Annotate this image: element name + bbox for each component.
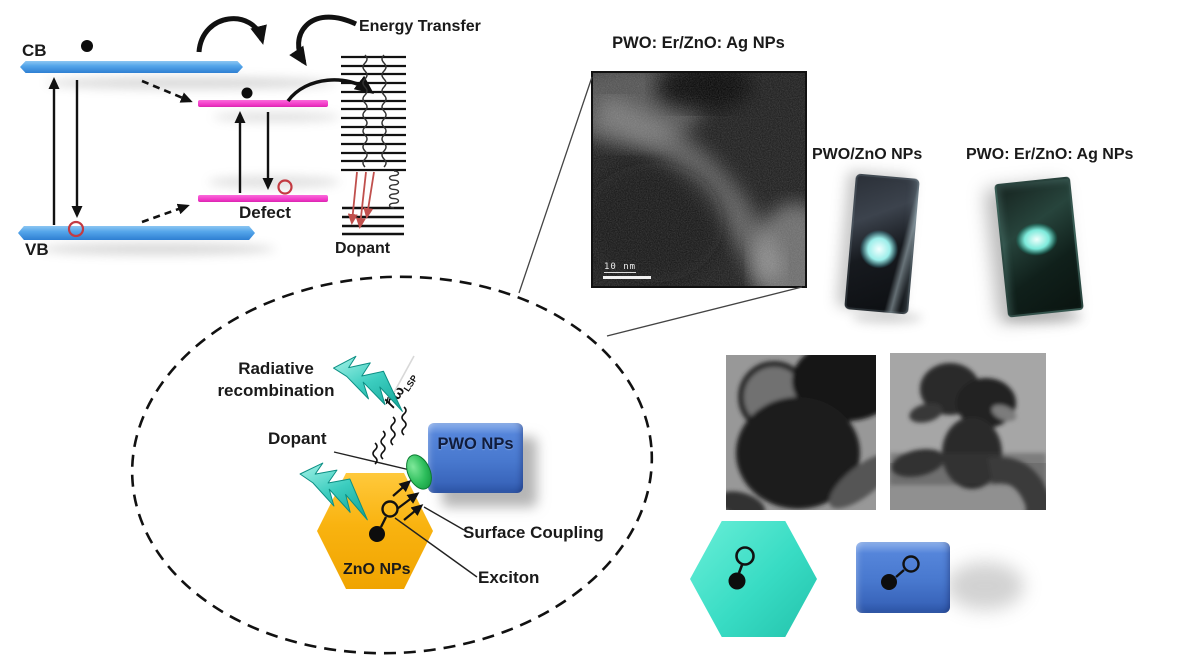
tem-scale-text: 10 nm [604,262,637,273]
pwo-rect-label: PWO NPs [437,435,514,453]
dopant-emission-arrows [347,171,375,229]
vb-label: VB [25,240,49,259]
radiative-line1: Radiative [238,359,314,378]
tem-main-graphic [593,73,805,286]
plasmon-photon-squiggles [372,406,407,465]
tem-image-pwo [890,353,1046,510]
tem-image-main: 10 nm [591,71,807,288]
dopant-ladder-label: Dopant [335,240,391,257]
defect-upper-level-bar [198,100,328,107]
tem-zno-graphic [726,355,876,510]
dopant-pointer-label: Dopant [268,429,327,448]
conduction-band-bar [20,61,243,73]
zno-hexagon-large [690,521,817,637]
tem-main-title: PWO: Er/ZnO: Ag NPs [612,34,785,52]
valence-band-bar [18,226,255,240]
tem-image-zno [726,355,876,510]
dopant-nonradiative-zigzags [362,54,400,209]
surface-coupling-label: Surface Coupling [463,523,604,542]
cb-label: CB [22,41,47,60]
electron-dot-defect [241,87,253,99]
electron-dot-cb [81,40,93,52]
plasmon-energy-label: ℏωLSP [381,368,420,412]
tem-pwo-graphic [890,353,1046,510]
cb-to-defect-curved-arrow [196,16,267,53]
mechanism-dashed-ellipse [130,275,654,655]
carrier-transfer-dashed-arrows [141,79,193,224]
pwo-rectangle: PWO NPs [428,423,523,493]
exciton-pointer-label: Exciton [478,568,540,587]
vb-bar-shadow [40,243,275,255]
radiative-recombination-label: Radiative recombination [206,358,346,402]
defect-label: Defect [239,203,291,222]
slab-left-shadow [852,312,922,324]
blue-rect-shadow [946,562,1024,610]
upper-defect-shadow [213,112,340,122]
sample-photo-pwo-er-zno-ag [994,176,1084,318]
zno-label: ZnO NPs [343,561,411,578]
radiative-line2: recombination [217,381,335,400]
defect-lower-level-bar [198,195,328,202]
energy-transfer-curved-arrow [289,14,358,67]
cb-bar-shadow [45,77,335,89]
tem-scale-bar [603,276,651,279]
dopant-pointer-line [333,451,411,471]
dopant-energy-ladder [341,55,406,236]
energy-transfer-label: Energy Transfer [359,18,481,35]
sample-right-label: PWO: Er/ZnO: Ag NPs [966,146,1134,163]
pwo-rectangle-large [856,542,950,613]
phonon-coil [388,170,400,209]
sample-left-label: PWO/ZnO NPs [812,146,923,163]
sample-photo-pwo-zno [844,173,920,315]
plasmon-lsp-subscript: LSP [401,373,420,394]
lower-defect-shadow [208,176,340,188]
hole-transfer-dashed-arrow [141,203,190,224]
